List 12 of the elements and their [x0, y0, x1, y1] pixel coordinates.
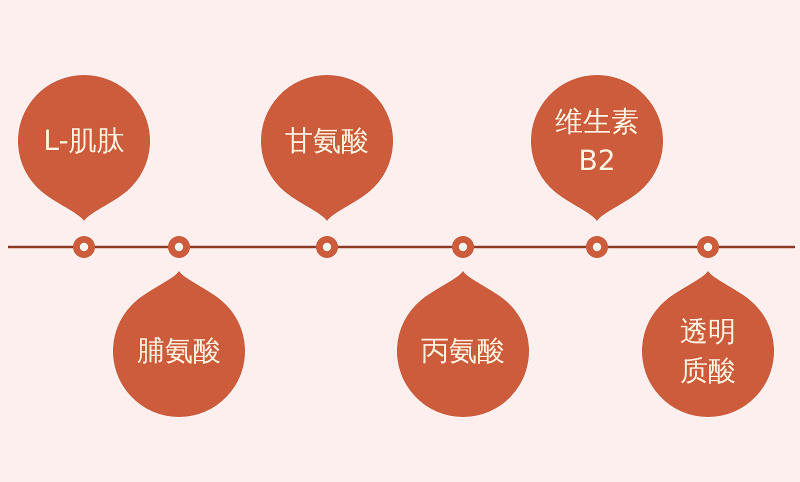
node-label: 透明质酸: [679, 314, 737, 389]
droplet-pin: [17, 74, 151, 222]
node-label: 脯氨酸: [137, 333, 221, 370]
droplet-pin: [641, 270, 775, 418]
droplet-pin: [530, 74, 664, 222]
node-label: 甘氨酸: [285, 123, 369, 160]
droplet-pin: [260, 74, 394, 222]
node-label: 丙氨酸: [421, 333, 505, 370]
node-label: 维生素B2: [554, 104, 640, 179]
node-label: L-肌肽: [43, 123, 125, 160]
droplet-pin: [112, 270, 246, 418]
droplet-pin: [396, 270, 530, 418]
